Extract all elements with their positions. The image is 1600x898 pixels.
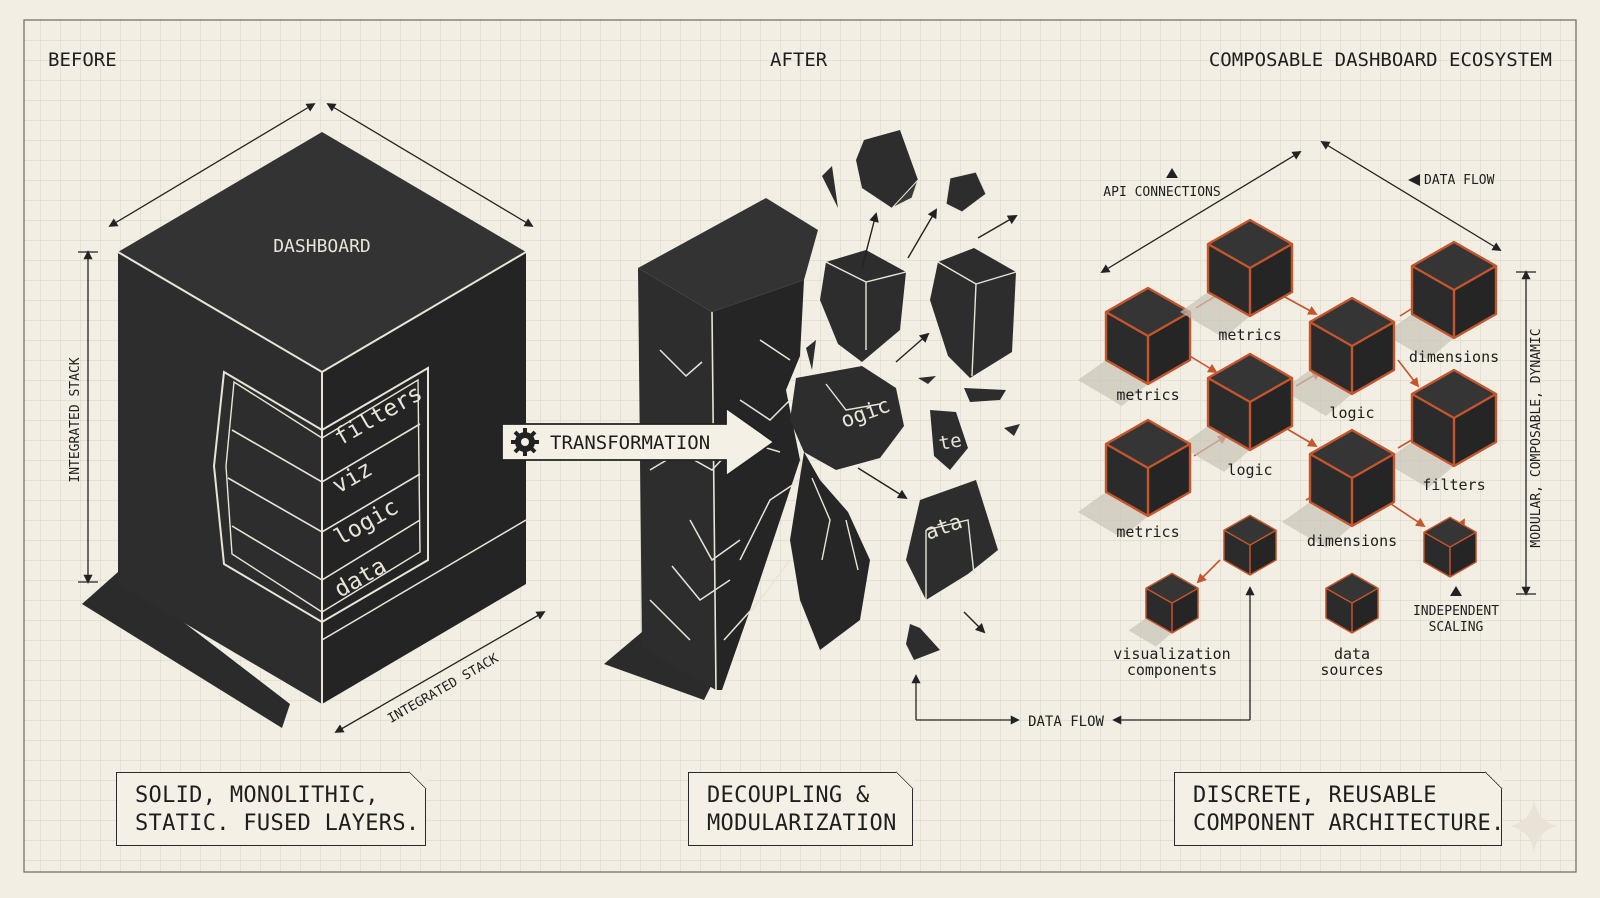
modular-label: MODULAR, COMPOSABLE, DYNAMIC [1529, 328, 1544, 547]
label-visualization-2: components [1127, 661, 1217, 679]
note-before-line-1: SOLID, MONOLITHIC, [135, 783, 379, 808]
note-after-line-2: MODULARIZATION [707, 811, 897, 836]
note-before: SOLID, MONOLITHIC, STATIC. FUSED LAYERS. [116, 771, 427, 846]
shattered-block [604, 198, 904, 700]
label-metrics-left: metrics [1116, 386, 1179, 404]
header-ecosystem: COMPOSABLE DASHBOARD ECOSYSTEM [1209, 49, 1552, 71]
note-ecosystem-line-2: COMPONENT ARCHITECTURE. [1193, 811, 1505, 836]
cube-metrics-left[interactable] [1078, 286, 1192, 406]
note-fold [409, 771, 427, 789]
note-after: DECOUPLING & MODULARIZATION [688, 771, 914, 846]
label-visualization-1: visualization [1113, 645, 1230, 663]
cube-logic-center[interactable] [1282, 296, 1396, 416]
monolith-dimensions [78, 103, 546, 733]
label-dimensions-center: dimensions [1307, 532, 1397, 550]
header-after: AFTER [770, 49, 828, 71]
header-before: BEFORE [48, 49, 117, 71]
label-data-sources-2: sources [1320, 661, 1383, 679]
scaling-label-2: SCALING [1429, 620, 1484, 635]
transformation-label: TRANSFORMATION [550, 432, 710, 454]
bottom-flow-label: DATA FLOW [1028, 714, 1104, 730]
cube-dimensions-right[interactable] [1384, 240, 1498, 360]
monolith-top-label: DASHBOARD [273, 236, 371, 257]
transformation-arrow[interactable] [501, 406, 776, 478]
api-connections-label: API CONNECTIONS [1103, 185, 1220, 200]
label-data-sources-1: data [1334, 645, 1370, 663]
cube-logic-left[interactable] [1180, 352, 1294, 472]
label-logic-left: logic [1227, 461, 1272, 479]
flow-marker [1408, 174, 1420, 186]
side-dimension-label: INTEGRATED STACK [68, 357, 83, 482]
cube-visualization[interactable] [1128, 572, 1199, 647]
ecosystem-dimensions [1100, 141, 1536, 596]
component-cubes [1078, 218, 1498, 647]
label-dimensions-right: dimensions [1409, 348, 1499, 366]
scaling-marker [1450, 586, 1462, 596]
note-ecosystem: DISCRETE, REUSABLE COMPONENT ARCHITECTUR… [1174, 771, 1505, 846]
motion-arrows [857, 208, 1018, 634]
flying-fragments [806, 130, 1020, 660]
note-after-line-1: DECOUPLING & [707, 783, 870, 808]
api-marker [1166, 168, 1178, 178]
sparkle-icon [1510, 800, 1558, 852]
ecosystem-flow-label: DATA FLOW [1424, 173, 1495, 188]
cube-filters[interactable] [1384, 368, 1498, 488]
cube-metrics-top[interactable] [1180, 218, 1294, 338]
note-ecosystem-line-1: DISCRETE, REUSABLE [1193, 783, 1437, 808]
cube-dimensions-center[interactable] [1282, 428, 1396, 548]
gear-icon [511, 428, 539, 456]
label-metrics-bottom: metrics [1116, 523, 1179, 541]
label-logic-center: logic [1329, 404, 1374, 422]
note-fold [896, 771, 914, 789]
scaling-label-1: INDEPENDENT [1413, 604, 1499, 619]
fragment-label-te: te [937, 429, 963, 455]
label-filters: filters [1422, 476, 1485, 494]
label-metrics-top: metrics [1218, 326, 1281, 344]
note-fold [1485, 771, 1503, 789]
cube-metrics-bottom[interactable] [1078, 418, 1192, 538]
note-before-line-2: STATIC. FUSED LAYERS. [135, 811, 420, 836]
bottom-data-flow [911, 586, 1255, 725]
